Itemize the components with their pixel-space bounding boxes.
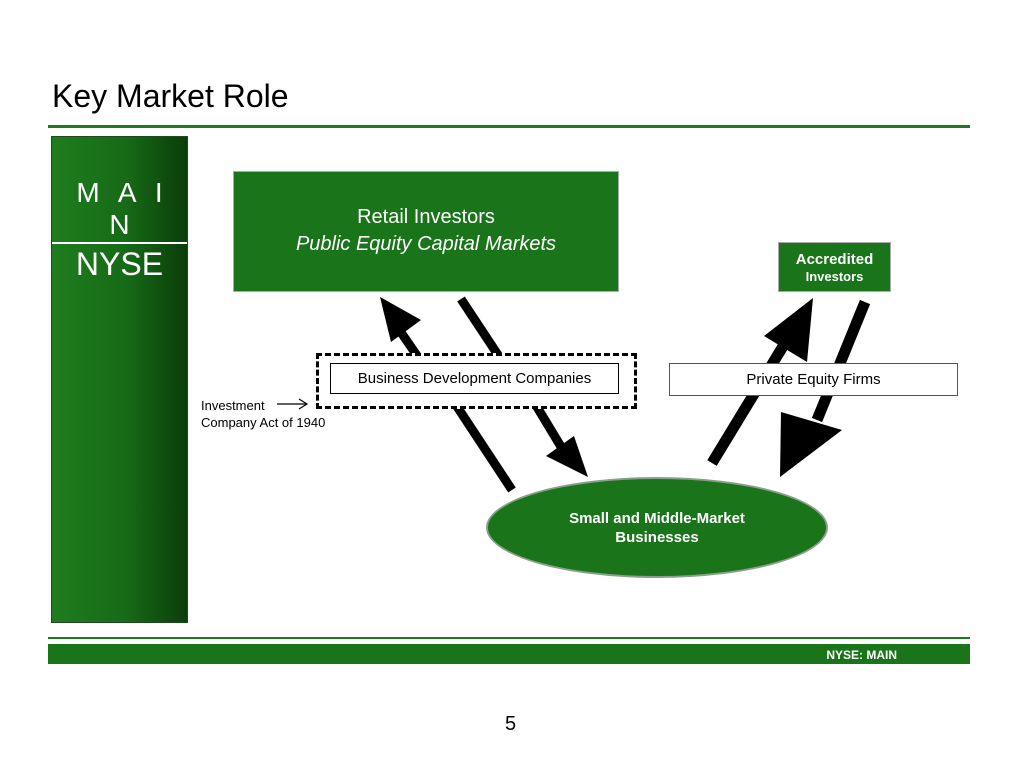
investment-company-act-note: Investment Company Act of 1940 xyxy=(201,397,325,431)
ica-line2: Company Act of 1940 xyxy=(201,415,326,430)
ica-pointer-icon xyxy=(277,398,309,410)
footer-label: NYSE: MAIN xyxy=(826,648,897,662)
brand-sidebar: M A I N NYSE xyxy=(51,136,188,623)
arrow-businesses-to-bdc xyxy=(452,402,516,493)
businesses-line1: Small and Middle-Market xyxy=(569,510,745,527)
businesses-ellipse: Small and Middle-Market Businesses xyxy=(486,477,828,578)
page-number: 5 xyxy=(505,713,517,735)
arrow-accredited-to-businesses xyxy=(780,299,871,477)
arrow-bdc-to-businesses xyxy=(530,399,588,477)
investors-label: Investors xyxy=(805,269,864,284)
exchange-label: NYSE xyxy=(75,246,164,282)
footer-bar: NYSE: MAIN xyxy=(48,644,970,664)
slide-title: Key Market Role xyxy=(52,78,289,114)
retail-investors-subtitle: Public Equity Capital Markets xyxy=(295,233,557,255)
retail-investors-title: Retail Investors xyxy=(357,206,495,228)
arrow-bdc-to-retail xyxy=(380,297,424,363)
retail-investors-box: Retail Investors Public Equity Capital M… xyxy=(233,171,619,292)
title-divider xyxy=(48,125,970,128)
accredited-label: Accredited xyxy=(795,251,874,268)
business-development-companies-box: Business Development Companies xyxy=(330,363,619,394)
footer-divider xyxy=(48,637,970,639)
businesses-line2: Businesses xyxy=(615,529,699,546)
ica-line1: Investment xyxy=(201,398,265,413)
accredited-investors-box: Accredited Investors xyxy=(778,242,891,292)
arrow-retail-to-bdc xyxy=(457,296,504,361)
ticker-label: M A I N xyxy=(52,177,187,244)
private-equity-firms-box: Private Equity Firms xyxy=(669,363,958,396)
